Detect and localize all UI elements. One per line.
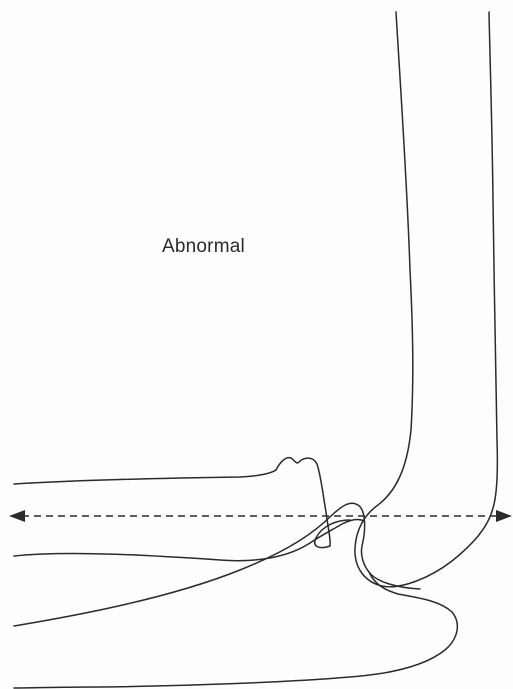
axis-arrow-left-icon [9, 510, 25, 522]
axis-arrow-right-icon [496, 510, 512, 522]
radius-lower-border [14, 520, 364, 561]
radial-head [276, 458, 330, 546]
radial-head-facet [315, 520, 350, 548]
ulna-inner-line [14, 503, 420, 626]
humerus-anterior-cortex [355, 12, 497, 587]
radius-upper-border [14, 470, 276, 484]
figure-label: Abnormal [162, 236, 245, 258]
olecranon-outline [14, 572, 457, 688]
